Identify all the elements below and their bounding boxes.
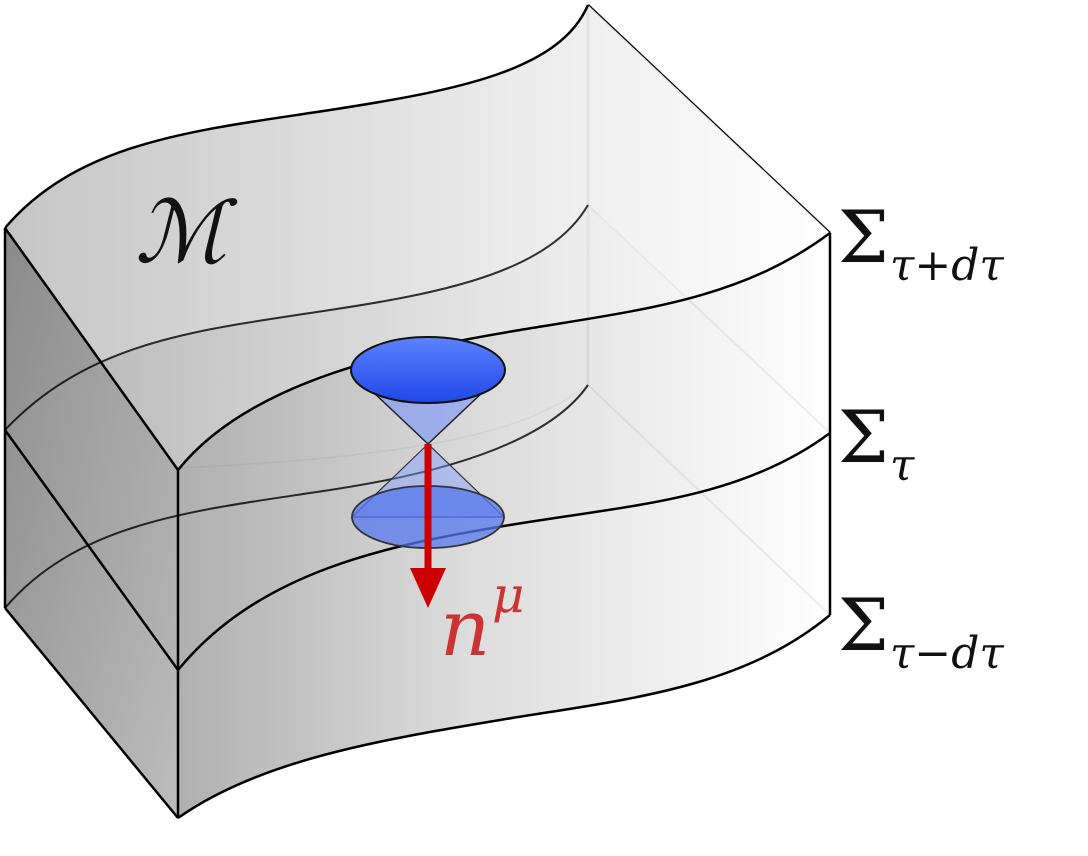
- svg-text:n: n: [440, 584, 490, 674]
- slice-surface-tau: [5, 205, 830, 670]
- svg-text:τ−dτ: τ−dτ: [890, 628, 1004, 679]
- slice-edge-mid-left: [3, 429, 180, 671]
- slice-label-tau-plus: Σ τ+dτ: [838, 195, 1004, 291]
- slice-label-tau: Σ τ: [838, 395, 915, 491]
- slice-label-tau-minus: Σ τ−dτ: [838, 583, 1004, 679]
- slice-edge-mid-back: [4, 204, 589, 431]
- slice-edge-bot-back: [4, 384, 589, 609]
- slice-edge-bot-front: [177, 614, 831, 820]
- slice-edge-top-left: [3, 227, 180, 471]
- slice-edges: [3, 4, 832, 820]
- slice-edge-mid-front: [177, 431, 831, 671]
- slice-edge-top-back: [4, 4, 590, 229]
- slice-edge-top-front: [177, 231, 831, 471]
- normal-vector-arrowhead: [410, 568, 446, 608]
- svg-text:τ+dτ: τ+dτ: [890, 240, 1004, 291]
- svg-text:μ: μ: [492, 566, 525, 624]
- manifold-label: ℳ: [135, 183, 238, 283]
- svg-text:τ: τ: [890, 440, 915, 491]
- normal-vector-label: n μ: [440, 566, 525, 674]
- svg-text:Σ: Σ: [838, 583, 889, 667]
- svg-text:Σ: Σ: [838, 395, 889, 479]
- normal-vector: [410, 444, 446, 608]
- slice-edge-bot-left: [4, 607, 179, 819]
- svg-text:Σ: Σ: [838, 195, 889, 279]
- light-cone-future-cap: [350, 336, 506, 404]
